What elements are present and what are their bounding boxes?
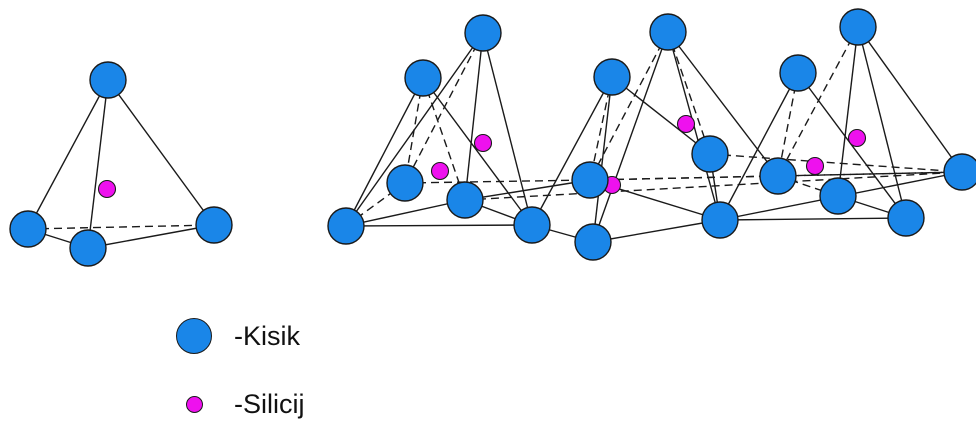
bond-line [422,77,533,226]
oxygen-atom [9,210,47,248]
bond-line [611,76,711,155]
oxygen-atom [69,229,107,267]
silicon-atom [473,133,493,153]
bond-line [345,32,484,227]
oxygen-atom [593,58,631,96]
oxygen-atom [887,199,925,237]
legend-item-silicon: -Silicij [176,389,305,420]
legend-item-oxygen: -Kisik [176,318,300,354]
oxygen-atom [327,207,365,245]
bond-line [27,79,109,230]
bond-line [345,199,466,227]
bond-line [345,77,424,227]
oxygen-atom [759,157,797,195]
silicon-atom [97,179,117,199]
silicon-atom [676,114,696,134]
bond-line [531,76,613,226]
bond-line [345,224,533,227]
oxygen-atom [779,54,817,92]
bond-line [857,26,963,173]
silicate-structure-diagram [9,8,976,267]
silicon-atom-swatch [186,396,203,413]
oxygen-atom [195,206,233,244]
hidden-bond-line [667,31,711,155]
oxygen-atom [839,8,877,46]
hidden-bond-line [589,31,669,181]
oxygen-atom [464,14,502,52]
oxygen-atom [943,153,976,191]
oxygen-atom [649,13,687,51]
bond-line [857,26,907,219]
oxygen-atom [404,59,442,97]
silicon-atom [430,161,450,181]
oxygen-atom [691,135,729,173]
oxygen-atom [571,161,609,199]
bond-line [719,217,907,221]
oxygen-atom [89,61,127,99]
bond-line [592,219,721,243]
bond-line [719,72,799,221]
bond-line [592,31,669,243]
bond-line [87,224,215,249]
hidden-bond-line [777,26,859,177]
hidden-bond-line [27,224,215,230]
oxygen-atom [513,206,551,244]
oxygen-atom-swatch [176,318,212,354]
legend-label-silicon: -Silicij [234,389,305,419]
bond-line [667,31,779,177]
bond-line [87,79,109,249]
hidden-bond-line [422,77,466,201]
legend-label-oxygen: -Kisik [234,320,300,351]
oxygen-atom [819,177,857,215]
oxygen-atom [386,164,424,202]
bond-line [107,79,215,226]
hidden-bond-line [709,153,963,173]
bond-line [592,76,613,243]
bond-line [464,179,591,201]
silicon-atom [847,128,867,148]
bond-line [482,32,533,226]
bond-line [464,32,484,201]
oxygen-atom [446,181,484,219]
oxygen-atom [701,201,739,239]
hidden-bond-line [404,32,484,184]
silicon-atom [805,156,825,176]
hidden-bond-line [404,179,591,184]
bond-line [837,26,859,197]
oxygen-atom [574,223,612,261]
